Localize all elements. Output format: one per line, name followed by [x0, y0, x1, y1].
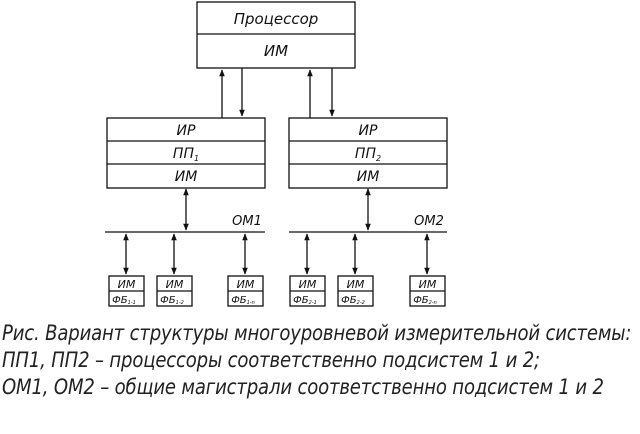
processor-title: Процессор — [234, 10, 319, 28]
ir-label: ИР — [359, 123, 378, 139]
processor-block: Процессор ИМ — [196, 1, 356, 69]
module-im: ИМ — [237, 278, 255, 291]
bus-label: ОМ2 — [414, 214, 444, 229]
caption-line-1: Рис. Вариант структуры многоуровневой из… — [2, 321, 632, 345]
caption-line-2: ПП1, ПП2 – процессоры соответственно под… — [2, 348, 540, 372]
subsystem-2: ИР ПП2 ИМ ОМ2 ИМ ФБ2-1 ИМ ФБ2-2 ИМ ФБ2-n — [288, 117, 448, 307]
pp-label: ПП2 — [355, 146, 381, 163]
ir-label: ИР — [177, 123, 196, 139]
module-im: ИМ — [419, 278, 437, 291]
module-box: ИМ ФБ1-n — [227, 275, 264, 307]
im-label: ИМ — [357, 169, 380, 185]
processor-im: ИМ — [264, 42, 288, 60]
module-fb: ФБ1-1 — [112, 295, 136, 306]
module-box: ИМ ФБ2-n — [409, 275, 446, 307]
im-label: ИМ — [175, 169, 198, 185]
pp-label: ПП1 — [173, 146, 199, 163]
module-fb: ФБ1-n — [231, 295, 255, 306]
subsystem-1: ИР ПП1 ИМ ОМ1 ИМ ФБ1-1 ИМ ФБ1-2 ИМ ФБ1-n — [105, 117, 266, 307]
module-box: ИМ ФБ1-1 — [108, 275, 145, 307]
module-fb: ФБ2-1 — [293, 295, 317, 306]
module-fb: ФБ1-2 — [160, 295, 184, 306]
module-im: ИМ — [299, 278, 317, 291]
module-box: ИМ ФБ1-2 — [156, 275, 193, 307]
module-im: ИМ — [118, 278, 136, 291]
processor-links — [219, 68, 335, 118]
module-im: ИМ — [347, 278, 365, 291]
bus-label: ОМ1 — [232, 214, 262, 229]
module-fb: ФБ2-2 — [341, 295, 365, 306]
module-im: ИМ — [166, 278, 184, 291]
module-box: ИМ ФБ2-1 — [289, 275, 326, 307]
caption-line-3: ОМ1, ОМ2 – общие магистрали соответствен… — [2, 375, 604, 399]
module-box: ИМ ФБ2-2 — [337, 275, 374, 307]
figure-caption: Рис. Вариант структуры многоуровневой из… — [2, 320, 632, 401]
module-fb: ФБ2-n — [413, 295, 437, 306]
